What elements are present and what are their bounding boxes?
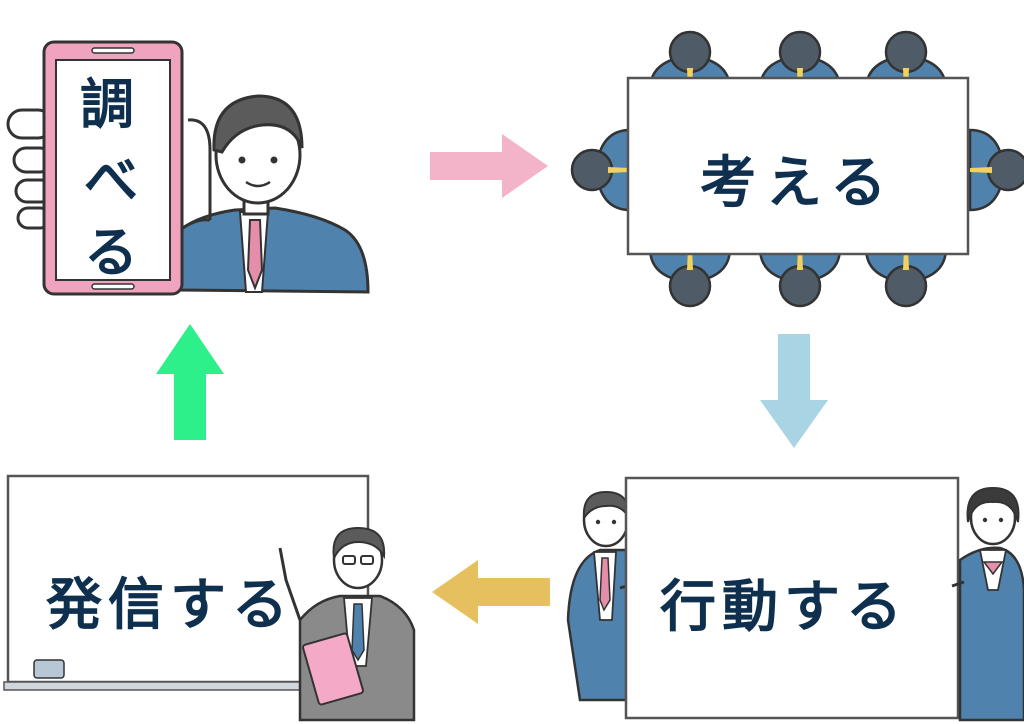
research-illustration [6, 40, 370, 296]
arrow-right-icon [430, 134, 548, 198]
teacher-icon [278, 526, 416, 722]
step-think: 考える [560, 20, 1024, 320]
attendee-icon [968, 128, 1024, 212]
attendee-icon [648, 246, 732, 308]
smartphone-icon [42, 40, 184, 296]
research-label-char-1: 調 [80, 73, 134, 136]
step-research: 調 べ る [0, 30, 380, 310]
think-label: 考える [700, 151, 897, 216]
step-share: 発信する [0, 470, 420, 724]
arrow-down-icon [760, 334, 828, 448]
arrow-up-icon [156, 324, 224, 440]
whiteboard-illustration [3, 474, 416, 722]
board [624, 476, 960, 720]
meeting-illustration [570, 30, 1024, 308]
presenter-woman-icon [951, 486, 1024, 722]
meeting-table [626, 76, 970, 256]
act-label: 行動する [660, 575, 908, 640]
businessman-icon [178, 94, 370, 294]
arrow-left-icon [432, 560, 550, 624]
attendee-icon [758, 246, 842, 308]
research-label-char-3: る [84, 221, 138, 284]
attendee-icon [570, 128, 632, 212]
attendee-icon [864, 246, 948, 308]
presentation-board-illustration [566, 476, 1024, 722]
share-label: 発信する [46, 573, 294, 638]
eraser-icon [33, 659, 65, 679]
step-act: 行動する [560, 470, 1024, 724]
research-label-char-2: べ [84, 149, 138, 212]
presenter-man-icon [566, 490, 641, 702]
notebook-icon [302, 632, 364, 706]
